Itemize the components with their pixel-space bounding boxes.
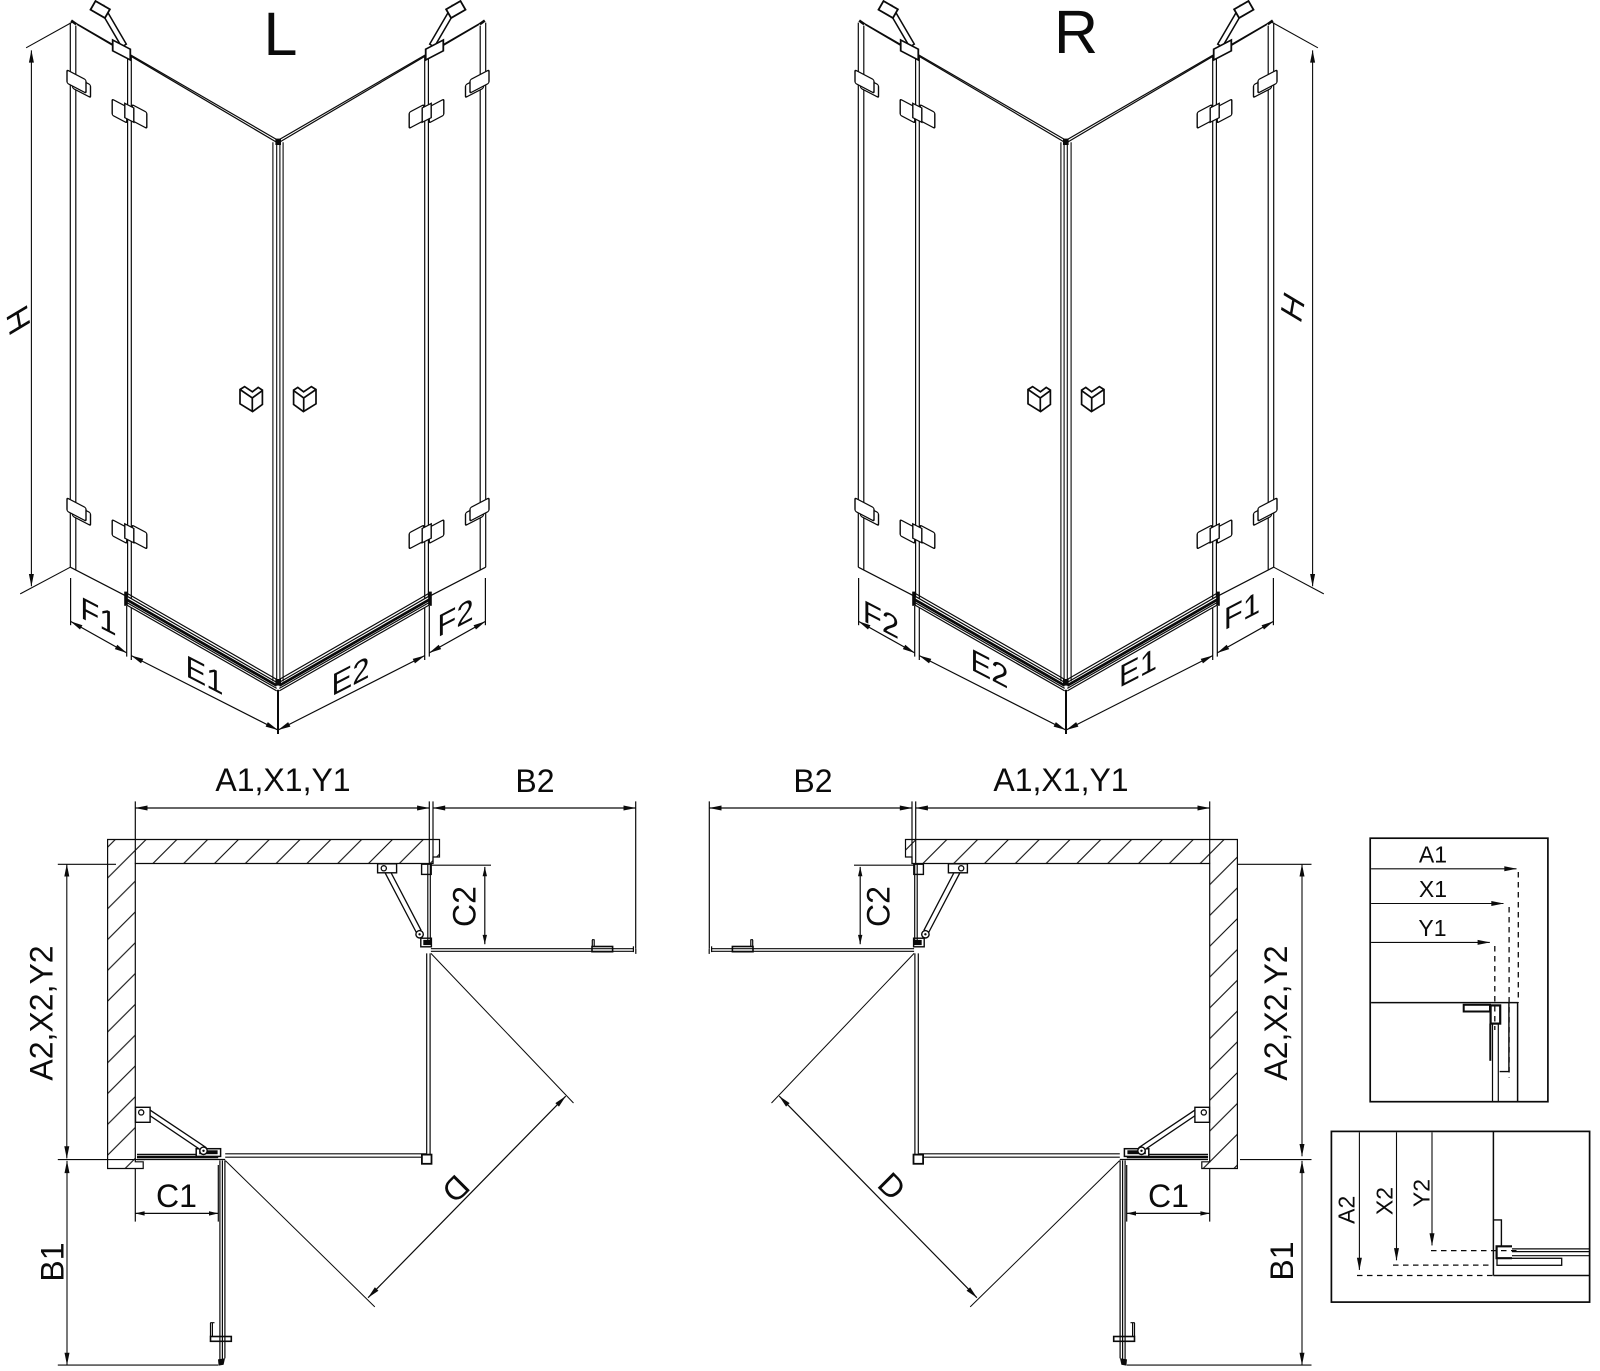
svg-text:X2: X2: [1372, 1187, 1398, 1215]
svg-text:A2: A2: [1334, 1196, 1360, 1224]
svg-text:X1: X1: [1419, 876, 1447, 902]
svg-text:A2,X2,Y2: A2,X2,Y2: [24, 945, 60, 1080]
svg-text:A1: A1: [1419, 842, 1447, 868]
svg-text:C1: C1: [156, 1178, 197, 1214]
svg-text:B2: B2: [515, 763, 554, 799]
svg-text:A1,X1,Y1: A1,X1,Y1: [993, 762, 1128, 798]
svg-text:B1: B1: [35, 1242, 71, 1281]
svg-text:L: L: [264, 0, 298, 68]
svg-text:B2: B2: [793, 763, 832, 799]
svg-text:C1: C1: [1148, 1178, 1189, 1214]
svg-text:A1,X1,Y1: A1,X1,Y1: [215, 762, 350, 798]
svg-text:C2: C2: [447, 886, 483, 927]
svg-text:B1: B1: [1264, 1241, 1300, 1280]
svg-text:A2,X2,Y2: A2,X2,Y2: [1258, 945, 1294, 1080]
svg-text:Y1: Y1: [1418, 915, 1446, 941]
svg-text:C2: C2: [861, 886, 897, 927]
svg-text:R: R: [1054, 0, 1098, 66]
svg-text:Y2: Y2: [1409, 1179, 1435, 1207]
